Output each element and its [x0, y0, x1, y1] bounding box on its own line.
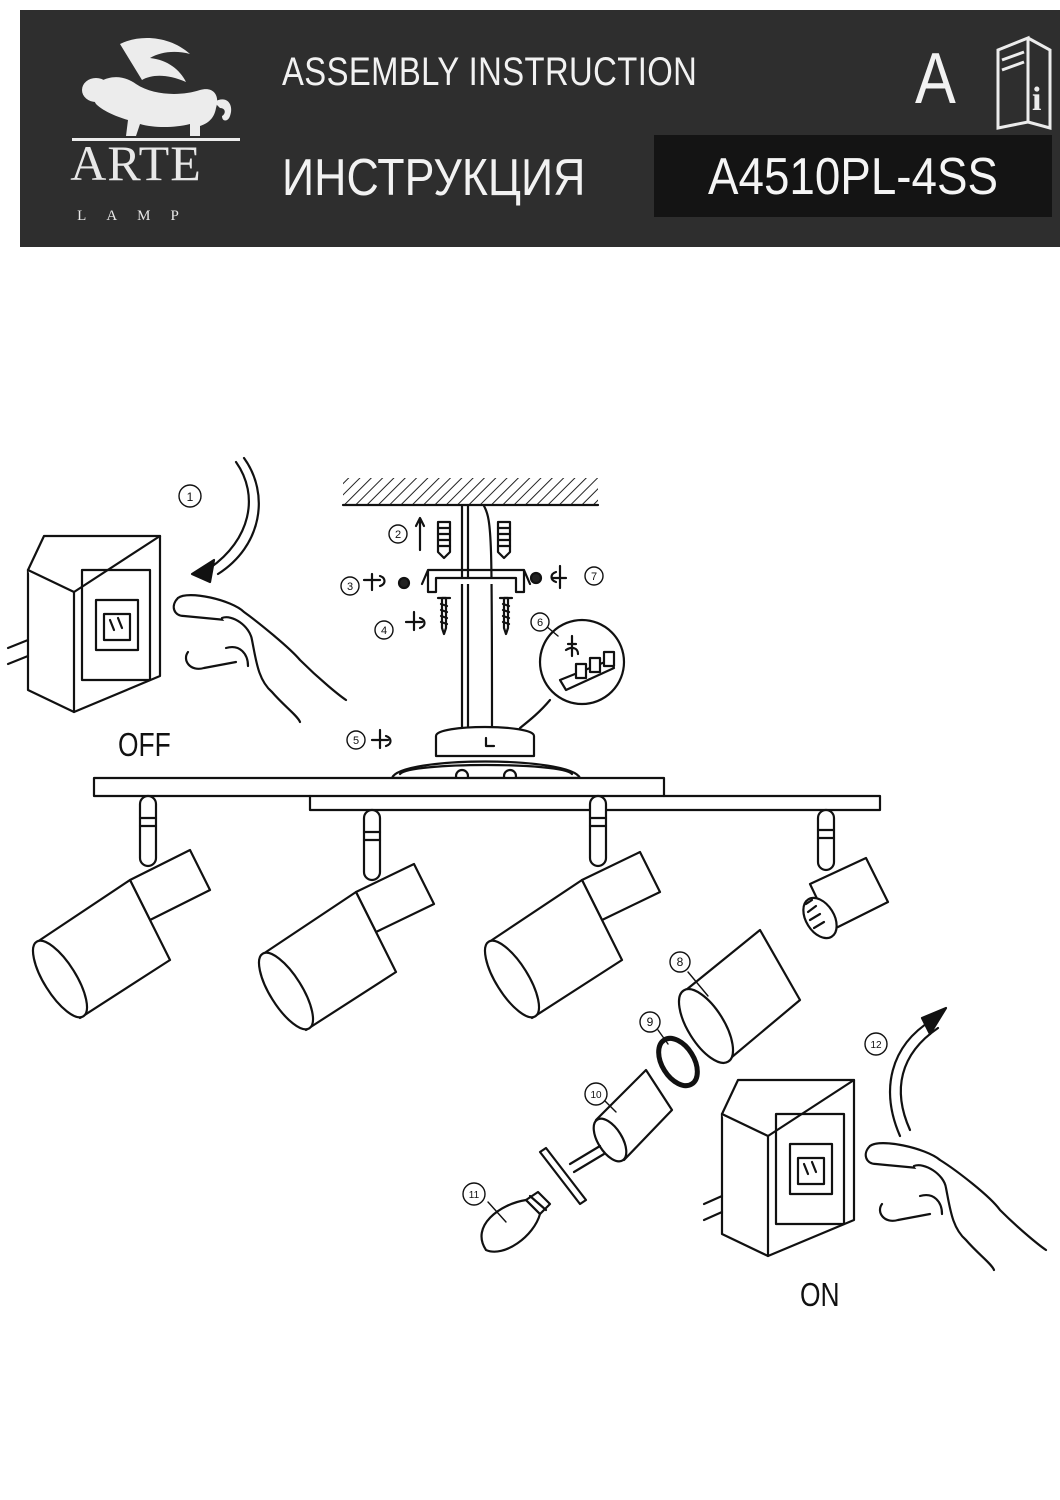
- step-10-number: 10: [590, 1090, 602, 1101]
- model-box: A4510PL-4SS: [654, 135, 1052, 217]
- step-4-number: 4: [381, 625, 387, 637]
- terminal-block-detail: [518, 618, 626, 730]
- step-9-number: 9: [647, 1015, 654, 1029]
- step-8-number: 8: [677, 955, 684, 969]
- step-3-number: 3: [347, 581, 353, 593]
- step-circles: [178, 484, 888, 1206]
- off-wall-switch: [6, 534, 162, 714]
- title-english: ASSEMBLY INSTRUCTION: [282, 50, 698, 94]
- on-label: ON: [800, 1276, 840, 1313]
- spotlight-2: [257, 808, 436, 1032]
- winged-lion-icon: [72, 38, 240, 141]
- off-curved-arrow: [190, 456, 260, 584]
- step-6-number: 6: [537, 617, 543, 629]
- step-1-number: 1: [187, 490, 194, 504]
- step-5-number: 5: [353, 735, 359, 747]
- svg-text:i: i: [1032, 81, 1041, 118]
- on-curved-arrow: [889, 1006, 948, 1138]
- step-12-number: 12: [870, 1040, 882, 1051]
- mounting-bracket: [397, 568, 543, 594]
- lamp-holder-part-10: [538, 1068, 674, 1206]
- screws: [436, 596, 514, 636]
- manual-book-icon: i: [996, 35, 1052, 130]
- step-2-number: 2: [395, 529, 401, 541]
- leader-lines: [487, 625, 709, 1223]
- mounting-bar: [92, 776, 882, 812]
- title-russian: ИНСТРУКЦИЯ: [282, 149, 586, 207]
- language-letter: A: [915, 39, 956, 119]
- model-code: A4510PL-4SS: [707, 148, 999, 206]
- wall-plugs: [414, 516, 512, 560]
- on-wall-switch: [702, 1078, 856, 1258]
- step-7-number: 7: [591, 571, 597, 583]
- on-hand: [864, 1142, 1048, 1272]
- spotlight-4: [802, 808, 890, 940]
- shade-part-8: [677, 928, 802, 1064]
- ring-nut-part-9: [656, 1035, 700, 1089]
- off-label: OFF: [118, 726, 171, 763]
- off-hand: [172, 594, 348, 724]
- spotlight-1: [31, 794, 212, 1020]
- ceiling: [341, 478, 600, 507]
- header-banner: ARTE LAMP ASSEMBLY INSTRUCTION ИНСТРУКЦИ…: [20, 10, 1060, 247]
- ceiling-canopy: [390, 725, 582, 784]
- brand-word: ARTE: [70, 135, 202, 191]
- step-11-number: 11: [469, 1190, 480, 1201]
- screwdriver-symbols: [362, 564, 568, 750]
- brand-subtitle: LAMP: [77, 208, 199, 224]
- candle-bulb-part-11: [480, 1190, 552, 1253]
- spotlight-3: [483, 794, 662, 1020]
- ceiling-wires: [460, 504, 494, 730]
